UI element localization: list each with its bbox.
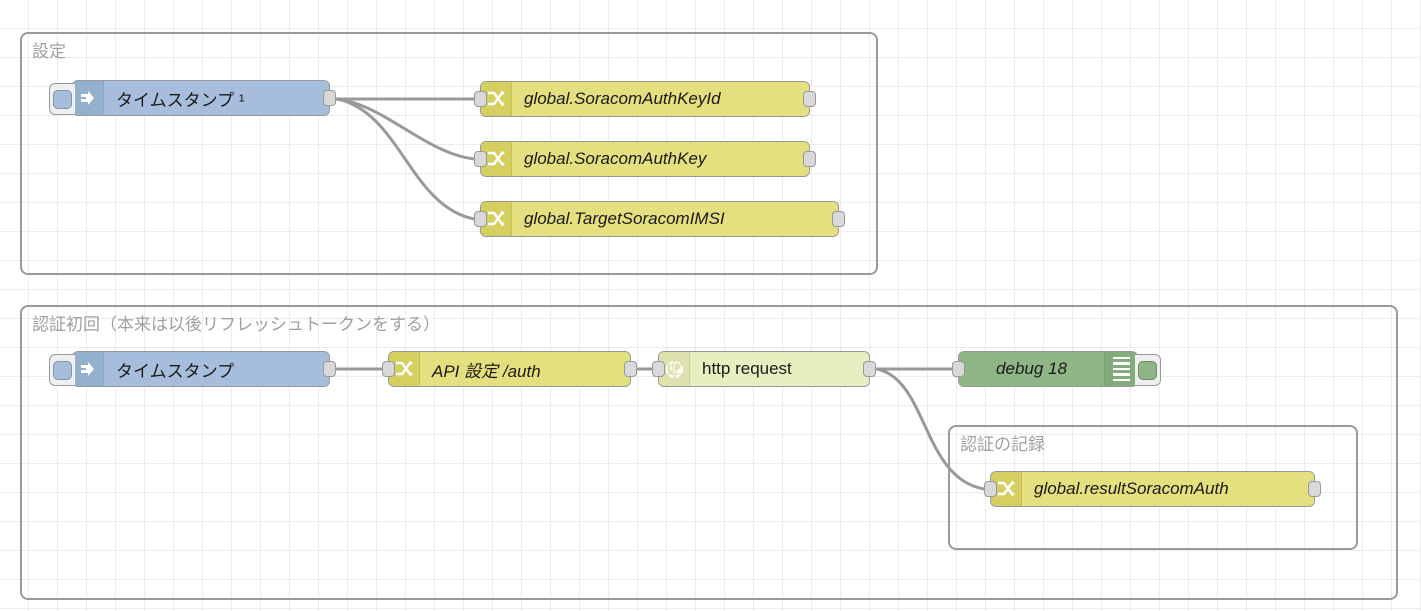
output-port[interactable] [863, 361, 876, 377]
node-label-change-key: global.SoracomAuthKey [512, 142, 809, 176]
output-port[interactable] [624, 361, 637, 377]
node-label-change-imsi: global.TargetSoracomIMSI [512, 202, 838, 236]
node-change-api-auth[interactable]: API 設定 /auth [382, 351, 637, 387]
node-change-target-soracom-imsi[interactable]: global.TargetSoracomIMSI [474, 201, 845, 237]
node-label-inject-2: タイムスタンプ [104, 352, 329, 386]
group-settings-label: 設定 [32, 42, 66, 61]
group-auth-first-label: 認証初回（本来は以後リフレッシュトークンをする） [32, 315, 440, 334]
input-port[interactable] [474, 211, 487, 227]
node-inject-timestamp-1[interactable]: タイムスタンプ ¹ [49, 80, 336, 116]
output-port[interactable] [323, 361, 336, 377]
inject-button-cap [53, 89, 72, 109]
node-label-inject-1: タイムスタンプ ¹ [104, 81, 329, 115]
inject-arrow-icon [73, 352, 104, 386]
output-port[interactable] [1308, 481, 1321, 497]
node-change-soracom-auth-key[interactable]: global.SoracomAuthKey [474, 141, 816, 177]
input-port[interactable] [474, 91, 487, 107]
debug-button-cap [1138, 360, 1157, 380]
input-port[interactable] [474, 151, 487, 167]
group-auth-record-label: 認証の記録 [960, 435, 1045, 454]
debug-lines-icon [1104, 352, 1137, 386]
input-port[interactable] [382, 361, 395, 377]
debug-enable-toggle-button[interactable] [1135, 354, 1161, 386]
group-auth-first[interactable]: 認証初回（本来は以後リフレッシュトークンをする） [20, 305, 1398, 600]
node-label-change-api-auth: API 設定 /auth [420, 352, 630, 386]
output-port[interactable] [803, 151, 816, 167]
inject-trigger-button-1[interactable] [49, 83, 75, 115]
output-port[interactable] [323, 90, 336, 106]
inject-arrow-icon [73, 81, 104, 115]
inject-button-cap [53, 360, 72, 380]
node-change-result-soracom-auth[interactable]: global.resultSoracomAuth [984, 471, 1321, 507]
node-label-change-result: global.resultSoracomAuth [1022, 472, 1314, 506]
group-settings[interactable]: 設定 [20, 32, 878, 275]
input-port[interactable] [984, 481, 997, 497]
group-auth-record[interactable]: 認証の記録 [948, 425, 1358, 550]
node-debug-18[interactable]: debug 18 [952, 351, 1161, 387]
output-port[interactable] [803, 91, 816, 107]
node-http-request[interactable]: http request [652, 351, 876, 387]
node-label-change-key-id: global.SoracomAuthKeyId [512, 82, 809, 116]
node-label-http-request: http request [690, 352, 869, 386]
node-label-debug-18: debug 18 [959, 352, 1104, 386]
inject-trigger-button-2[interactable] [49, 354, 75, 386]
input-port[interactable] [952, 361, 965, 377]
node-change-soracom-auth-key-id[interactable]: global.SoracomAuthKeyId [474, 81, 816, 117]
node-inject-timestamp-2[interactable]: タイムスタンプ [49, 351, 336, 387]
input-port[interactable] [652, 361, 665, 377]
output-port[interactable] [832, 211, 845, 227]
